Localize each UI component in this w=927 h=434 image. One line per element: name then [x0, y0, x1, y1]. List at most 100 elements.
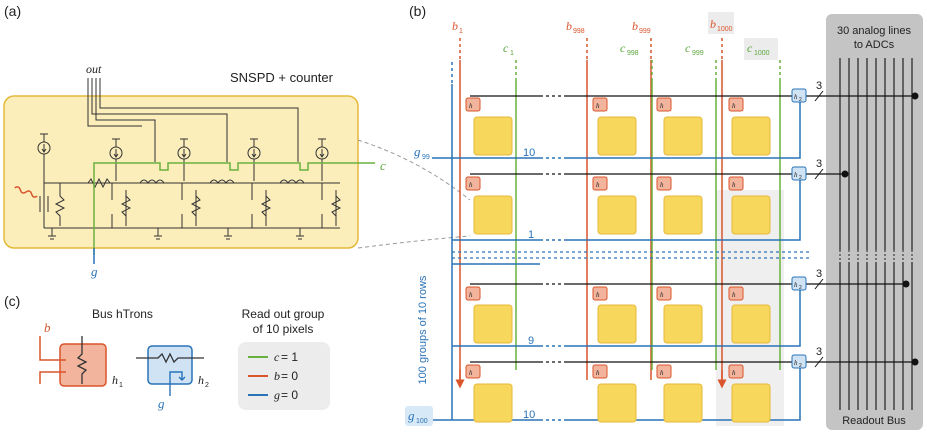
col-b-label: b [632, 19, 638, 33]
svg-text:= 0: = 0 [281, 388, 298, 402]
svg-text:h: h [794, 359, 798, 367]
svg-text:h: h [732, 369, 736, 377]
analog-lines [839, 58, 913, 410]
group-lines-gap [540, 157, 566, 421]
pixel-cell: h [592, 97, 637, 156]
svg-text:h: h [596, 291, 600, 299]
h1-label: h [112, 373, 118, 387]
svg-text:h: h [794, 281, 798, 289]
svg-text:h: h [660, 102, 664, 110]
svg-text:g: g [274, 388, 280, 402]
row-bus-gaps [540, 95, 566, 363]
pixel-cell: h [592, 364, 637, 423]
pixel-cell: h [465, 286, 513, 344]
readout-title-2: to ADCs [854, 39, 895, 51]
pixel-cell: h [465, 97, 513, 156]
col-b-label: b [452, 19, 458, 33]
panel-c-label: (c) [4, 293, 20, 309]
side-label: 100 groups of 10 rows [417, 275, 429, 384]
output-lines [87, 78, 299, 162]
pixel-cell: h [728, 176, 771, 235]
b1000-highlight [708, 12, 734, 34]
h2-symbol [136, 345, 204, 396]
col-c-sub: 999 [692, 50, 704, 57]
zoom-connector [357, 139, 471, 201]
svg-text:h: h [469, 102, 473, 110]
row-count: 10 [523, 409, 535, 421]
svg-text:c: c [274, 350, 280, 364]
b-label: b [44, 320, 51, 335]
pixel-cell: h [656, 176, 703, 235]
pixel-cell: h [592, 286, 637, 344]
svg-text:2: 2 [799, 175, 802, 181]
svg-text:h: h [596, 102, 600, 110]
col-b-label: b [710, 17, 716, 31]
g-bottom-label: g [408, 408, 415, 423]
col-b-sub: 1000 [717, 26, 733, 33]
row-bus-wires [470, 95, 915, 363]
column-wires [451, 38, 781, 420]
svg-text:= 1: = 1 [281, 350, 298, 364]
zoom-connector [357, 235, 471, 249]
col-b-label: b [566, 19, 572, 33]
svg-text:2: 2 [799, 97, 802, 103]
svg-text:h: h [596, 181, 600, 189]
panel-a-label: (a) [4, 3, 21, 19]
svg-text:h: h [732, 102, 736, 110]
readout-footer: Readout Bus [842, 415, 906, 427]
svg-text:h: h [794, 171, 798, 179]
col-c-label: c [503, 41, 509, 55]
row-count: 1 [528, 229, 534, 241]
readout-bus [826, 14, 923, 430]
legend-item: b = 0 [248, 369, 298, 383]
col-c-sub: 998 [627, 50, 639, 57]
panel-a: (a) SNSPD + counter out [3, 3, 471, 279]
g-bottom-sub: 100 [416, 418, 428, 425]
pixel-cell: h [465, 364, 513, 423]
col-c-sub: 1 [510, 50, 514, 57]
current-source [177, 138, 191, 181]
panel-b-label: (b) [409, 3, 426, 19]
col-b-sub: 999 [639, 28, 651, 35]
current-source [109, 138, 123, 181]
g-top-label: g [414, 144, 421, 159]
svg-text:h: h [469, 291, 473, 299]
pixel-cell: h [592, 176, 637, 235]
pixel-cell: h [728, 364, 771, 423]
svg-text:h: h [660, 181, 664, 189]
svg-text:2: 2 [799, 285, 802, 291]
c-line [93, 162, 375, 255]
panel-c: (c) Bus hTrons b h 1 h 2 g Read out grou… [4, 293, 330, 411]
bus-width: 3 [816, 158, 822, 170]
svg-text:= 0: = 0 [281, 369, 298, 383]
g-bottom-highlight [405, 406, 433, 426]
current-source [37, 133, 51, 180]
svg-text:h: h [732, 291, 736, 299]
svg-text:h: h [794, 93, 798, 101]
pixel-grid: h h h h h h h h h h h h h h h h [465, 97, 771, 423]
h1-sub: 1 [119, 382, 123, 389]
pixel-cell: h [656, 286, 703, 344]
pixel-cell: h [465, 176, 513, 235]
bus-width: 3 [816, 268, 822, 280]
col-b-sub: 1 [459, 28, 463, 35]
col-c-sub: 1000 [754, 50, 770, 57]
c-label: c [380, 158, 386, 173]
bus-width: 3 [816, 346, 822, 358]
svg-text:b: b [274, 369, 280, 383]
c1000-highlight [744, 38, 778, 60]
analog-lines-dashed [839, 58, 913, 264]
col-c-label: c [685, 41, 691, 55]
svg-text:h: h [732, 181, 736, 189]
svg-text:h: h [660, 291, 664, 299]
readout-title-1: 30 analog lines [837, 25, 912, 37]
legend-title-1: Read out group [242, 307, 325, 321]
legend-item: c = 1 [248, 350, 298, 364]
h1-symbol [39, 336, 107, 387]
pixel-cell: h [728, 286, 771, 344]
